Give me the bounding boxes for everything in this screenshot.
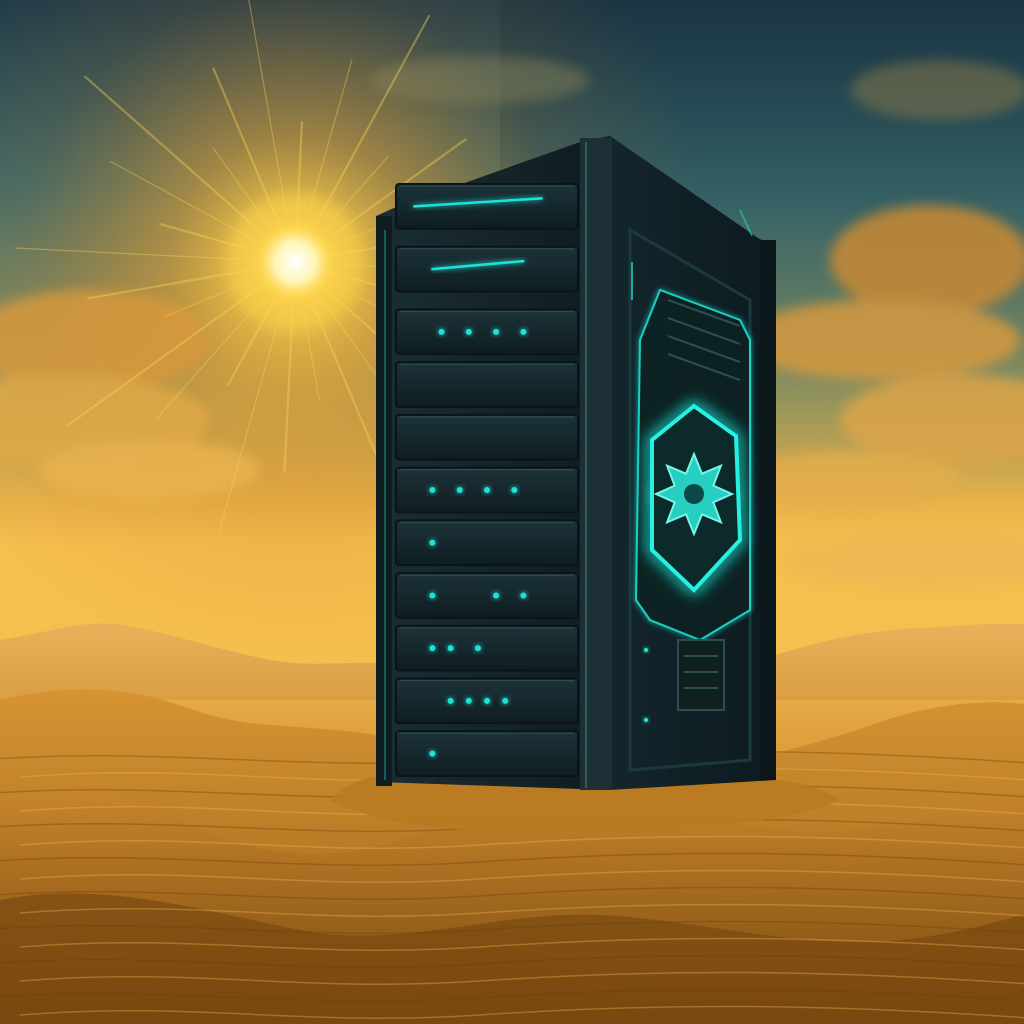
drive-bay (395, 572, 579, 619)
sand-ripple (19, 903, 1024, 917)
drive-bay (395, 730, 579, 777)
sand-ripple (0, 920, 1024, 934)
sand-ripple (19, 1005, 1024, 1019)
sand-ripple (19, 971, 1024, 985)
drive-bay (395, 183, 579, 230)
sand-ripple (19, 869, 1024, 883)
drive-bay (395, 466, 579, 514)
sun-ray (308, 15, 431, 237)
sand-ripple (0, 852, 1024, 866)
sand-mound (330, 774, 840, 833)
drive-bay (395, 413, 579, 461)
drive-bay (395, 677, 579, 725)
tower-left-rail (376, 216, 392, 786)
sun-ray (14, 247, 266, 262)
tower-corner-pillar (580, 138, 612, 790)
drive-bay (395, 245, 579, 293)
drive-bay (395, 308, 579, 356)
hexagon-gear-icon (650, 403, 743, 593)
sand-ripples (0, 750, 1024, 1019)
drive-bay (395, 361, 579, 408)
sun (255, 222, 335, 302)
drive-bays (395, 183, 579, 777)
sand-ripple (0, 954, 1024, 968)
sand-ripple (0, 988, 1024, 1002)
sun-ray (248, 0, 291, 234)
tower-right-rail (760, 240, 776, 780)
sand-ripple (19, 937, 1024, 951)
clouds (0, 56, 1024, 590)
drive-bay (395, 624, 579, 672)
server-tower (376, 136, 776, 790)
sand-ripple (0, 886, 1024, 900)
sun-ray (66, 278, 272, 427)
sand-ripple (19, 835, 1024, 849)
sun-ray (83, 75, 274, 244)
drive-bay (395, 519, 579, 567)
sun-ray (218, 290, 288, 533)
